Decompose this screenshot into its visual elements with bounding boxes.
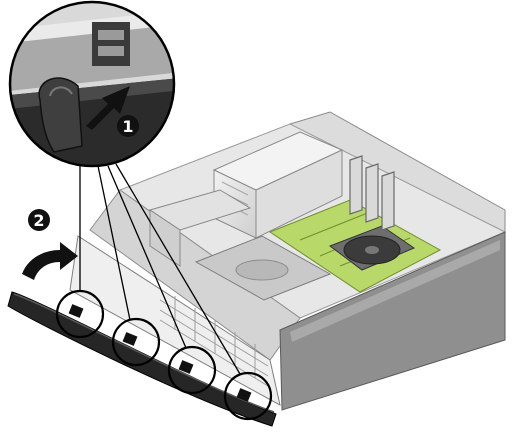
magnified-detail-inset bbox=[0, 0, 200, 200]
step-badge-2: 2 bbox=[28, 209, 50, 231]
step-number-1: 1 bbox=[122, 117, 133, 136]
step-badge-1: 1 bbox=[117, 115, 139, 137]
rotate-arrow-icon bbox=[22, 242, 78, 280]
step-number-2: 2 bbox=[33, 211, 44, 230]
